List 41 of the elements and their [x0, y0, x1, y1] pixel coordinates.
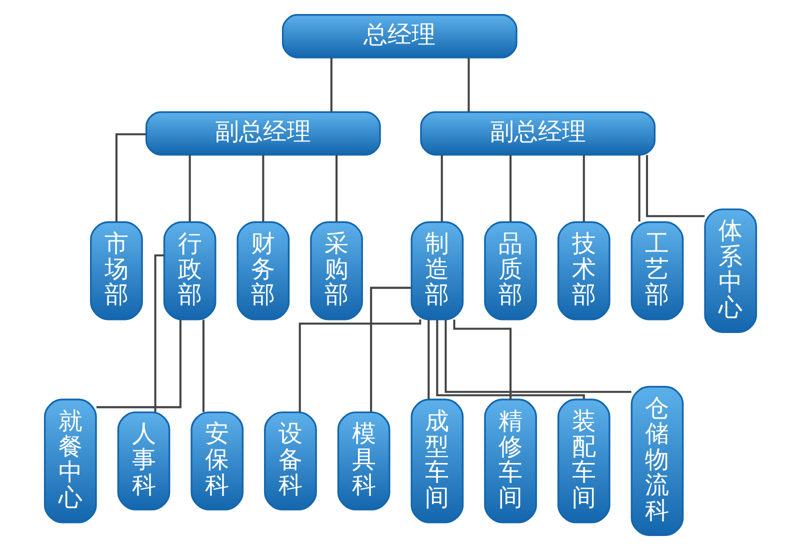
connector [202, 320, 204, 412]
connector [262, 154, 264, 222]
connector [188, 154, 190, 222]
node-box: 行政部 [162, 221, 216, 320]
node-box: 财务部 [236, 221, 290, 320]
connector [440, 154, 442, 222]
node-box: 精修车间 [484, 398, 536, 524]
connector [436, 320, 584, 399]
connector [298, 319, 421, 412]
node-box: 仓储物流科 [630, 386, 684, 536]
node-box: 技术部 [556, 221, 610, 320]
node-box: 体系中心 [704, 208, 757, 333]
node-box: 副总经理 [420, 111, 656, 156]
node-box: 装配车间 [556, 398, 610, 524]
node-box: 市场部 [90, 221, 142, 320]
node-box: 成型车间 [410, 398, 464, 524]
connector [96, 320, 181, 408]
connector [427, 320, 430, 400]
node-box: 工艺部 [630, 221, 684, 320]
node-box: 安保科 [190, 411, 244, 510]
connector [452, 320, 512, 400]
node-box: 设备科 [264, 411, 316, 510]
node-box: 副总经理 [144, 111, 380, 156]
connector [370, 286, 411, 412]
connector [638, 154, 640, 222]
connector [509, 154, 512, 222]
node-box: 就餐中心 [43, 398, 96, 524]
connector [467, 58, 470, 112]
connector [645, 155, 704, 218]
connector [154, 254, 164, 412]
node-box: 总经理 [281, 14, 517, 58]
connector [444, 320, 631, 393]
connector [335, 154, 338, 222]
connector [114, 133, 146, 222]
node-box: 品质部 [484, 221, 536, 320]
node-box: 人事科 [116, 411, 170, 510]
connector [330, 58, 332, 112]
node-box: 模具科 [336, 411, 390, 510]
node-box: 采购部 [310, 221, 362, 320]
connector [582, 154, 584, 222]
node-box: 制造部 [410, 221, 464, 320]
